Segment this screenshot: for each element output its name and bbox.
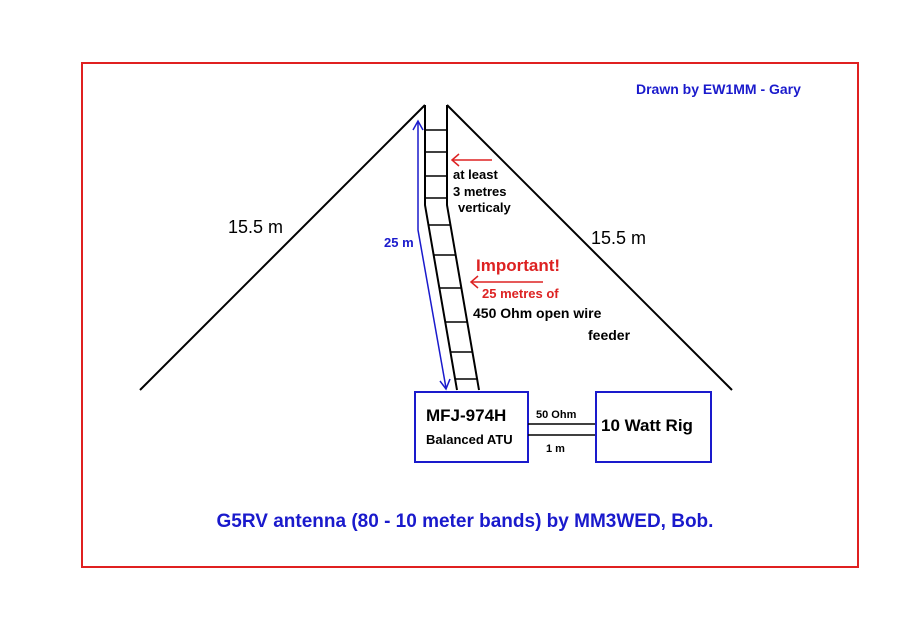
red-arrow-icon — [450, 153, 492, 167]
left-dipole-wire — [139, 104, 426, 391]
atu-type: Balanced ATU — [426, 432, 513, 447]
feeder-note-1: 25 metres of — [482, 286, 559, 301]
vertical-note-2: 3 metres — [453, 184, 506, 199]
feeder-note-3: feeder — [588, 327, 631, 343]
vertical-note-3: verticaly — [458, 200, 512, 215]
left-length-label: 15.5 m — [228, 217, 283, 237]
diagram-title: G5RV antenna (80 - 10 meter bands) by MM… — [217, 511, 714, 532]
rig-box — [595, 391, 712, 463]
rig-label: 10 Watt Rig — [601, 416, 693, 435]
frame-border — [81, 62, 859, 568]
ladder-line-feeder — [424, 105, 480, 391]
red-arrow-icon — [469, 275, 543, 289]
feeder-note-2: 450 Ohm open wire — [473, 305, 602, 321]
vertical-note-1: at least — [453, 167, 498, 182]
coax-length: 1 m — [546, 443, 565, 455]
coax-impedance: 50 Ohm — [536, 409, 577, 421]
credit: Drawn by EW1MM - Gary — [636, 81, 801, 97]
right-dipole-wire — [446, 104, 733, 391]
right-length-label: 15.5 m — [591, 228, 646, 248]
feeder-length-label: 25 m — [384, 235, 414, 250]
feeder-length-arrow — [412, 119, 451, 391]
important-label: Important! — [476, 256, 560, 275]
atu-model: MFJ-974H — [426, 406, 506, 425]
atu-box — [414, 391, 529, 463]
